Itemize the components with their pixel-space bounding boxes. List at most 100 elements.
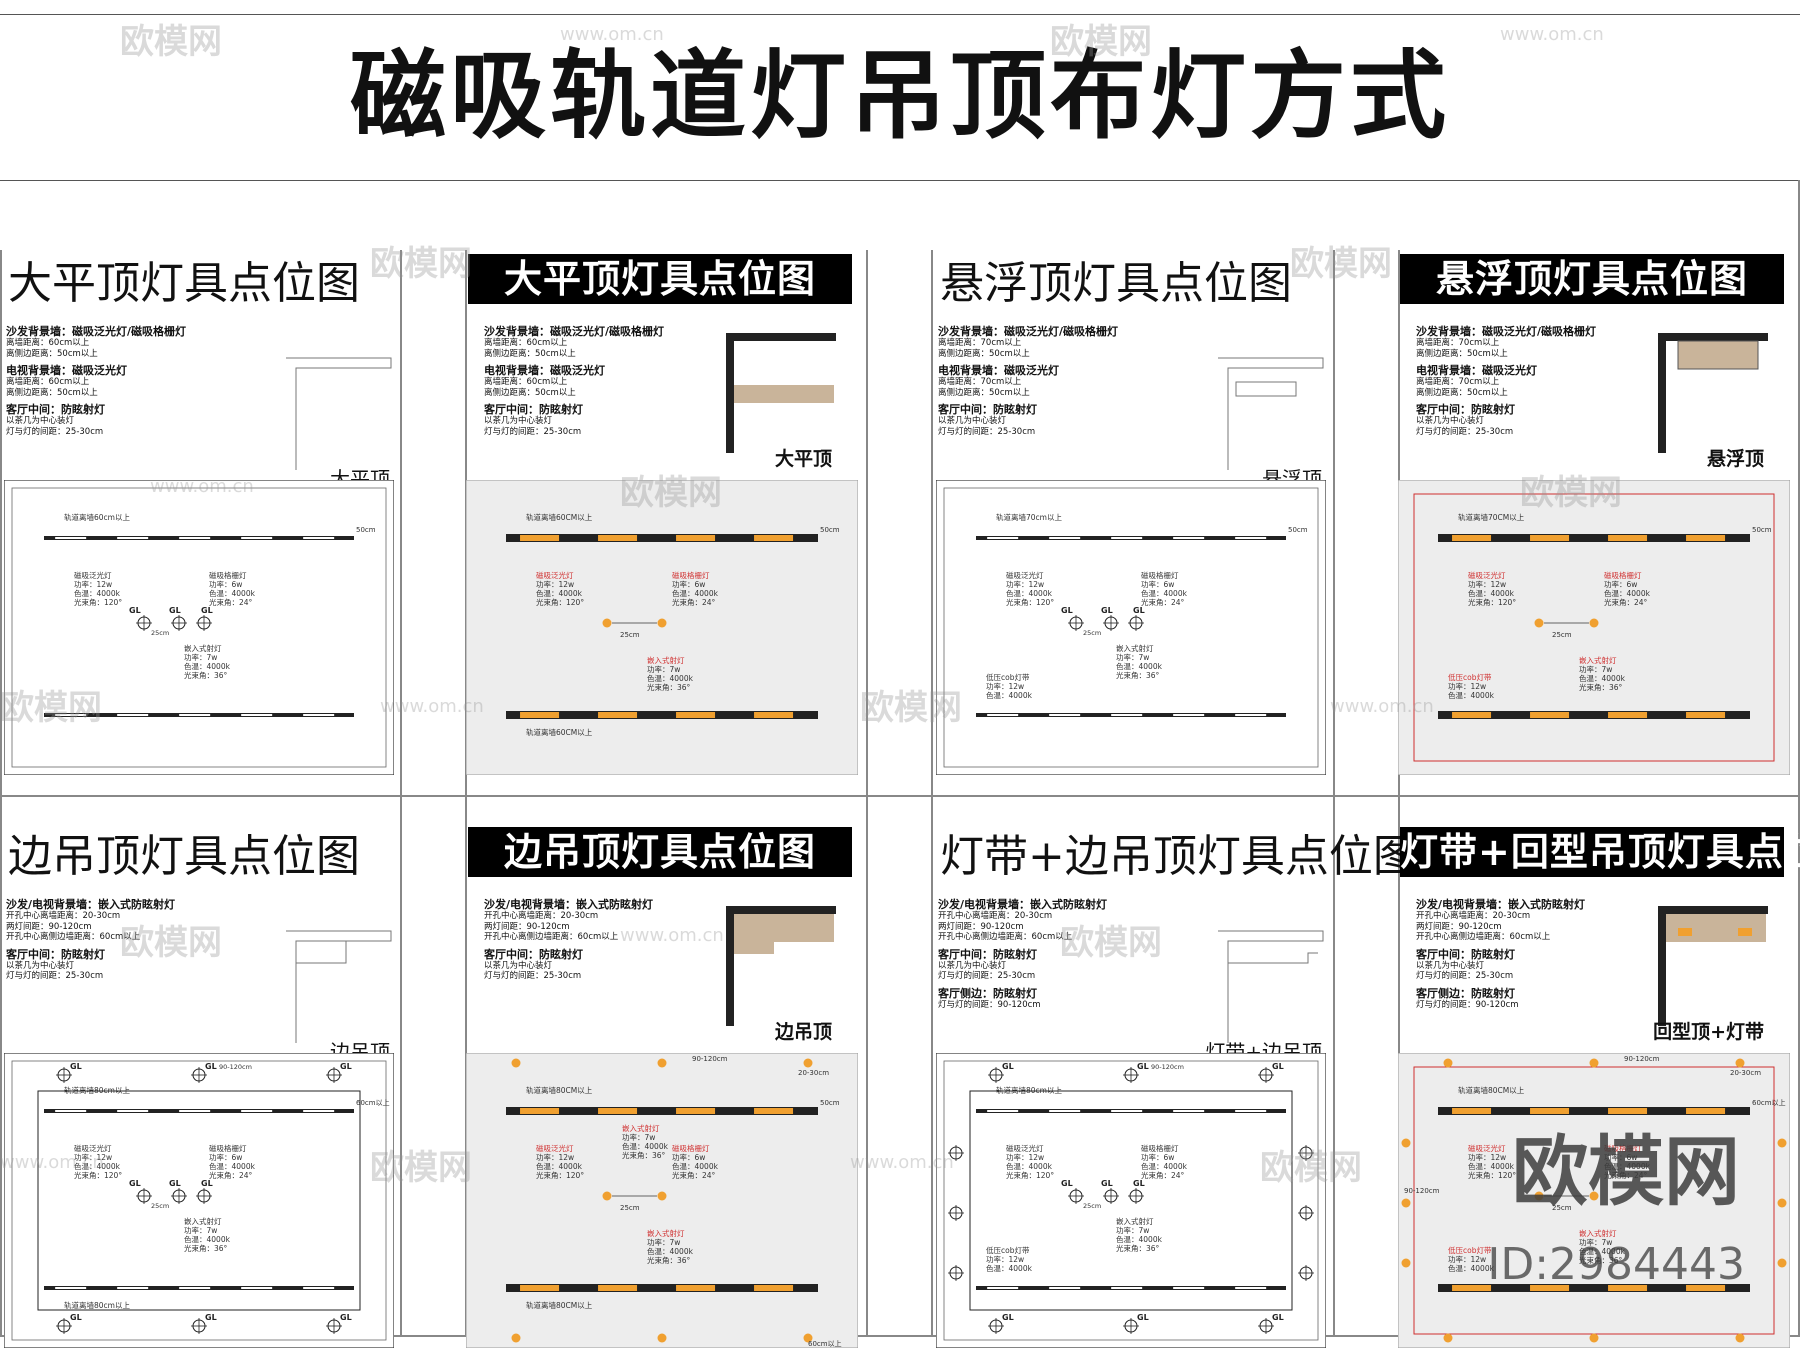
note-heading: 客厅中间：防眩射灯 <box>938 947 1037 961</box>
section-wall <box>726 906 734 1026</box>
section-sketch: 边吊顶 <box>706 898 836 1048</box>
note-heading: 客厅中间：防眩射灯 <box>6 947 105 961</box>
track-fixture <box>1452 712 1492 718</box>
lamp-spec: 功率：12w <box>74 579 112 589</box>
lamp-spec: 嵌入式射灯 <box>647 655 685 665</box>
gl-label: GL <box>201 1179 213 1188</box>
track-fixture <box>55 1287 87 1289</box>
track-fixture <box>1235 537 1267 539</box>
section-wall <box>726 333 836 341</box>
note-line: 离墙距离：60cm以上 <box>6 338 90 348</box>
section-wall <box>726 906 836 914</box>
track-fixture <box>1530 1285 1570 1291</box>
gl-label: GL <box>1272 1062 1284 1071</box>
note-heading: 沙发背景墙：磁吸泛光灯/磁吸格栅灯 <box>1416 325 1597 338</box>
lamp-spec: 光束角：36° <box>647 682 691 692</box>
grid-line <box>1333 250 1335 1335</box>
gl-label: GL <box>129 606 141 615</box>
spotlight-dot <box>1401 1258 1411 1268</box>
watermark: 欧模网 <box>1060 923 1162 963</box>
edge-dim: 50cm <box>1752 526 1772 534</box>
plan-inner <box>943 1060 1319 1341</box>
track-fixture <box>303 1287 335 1289</box>
track-fixture <box>303 714 335 716</box>
lamp-spec: 色温：4000k <box>1006 1161 1053 1171</box>
magnetic-track <box>1438 711 1750 719</box>
lamp-spec: 色温：4000k <box>986 1263 1033 1273</box>
track-fixture <box>1173 1287 1205 1289</box>
lamp-spec: 色温：4000k <box>209 588 256 598</box>
lamp-spec: 功率：6w <box>1141 579 1174 589</box>
spotlight-dot <box>1401 1198 1411 1208</box>
lamp-spec: 嵌入式射灯 <box>184 643 222 653</box>
note-heading: 客厅侧边：防眩射灯 <box>938 986 1037 1000</box>
section-svg <box>726 906 836 1026</box>
gl-label: GL <box>169 606 181 615</box>
plan-ceiling-edge <box>969 1090 1293 1311</box>
track-fixture <box>1111 1287 1143 1289</box>
gl-label: GL <box>1101 606 1113 615</box>
lamp-spec: 色温：4000k <box>1116 1234 1163 1244</box>
lamp-spec: 功率：7w <box>184 1225 217 1235</box>
gl-label: GL <box>201 606 213 615</box>
section-svg <box>1658 333 1768 453</box>
note-line: 开孔中心离侧边墙距离：60cm以上 <box>938 932 1073 942</box>
lamp-spec: 功率：12w <box>74 1152 112 1162</box>
panel-title: 悬浮顶灯具点位图 <box>940 258 1292 309</box>
spacing-dim: 25cm <box>1083 629 1101 637</box>
spacing-dim: 25cm <box>1552 1204 1572 1212</box>
track-fixture <box>55 714 87 716</box>
track-fixture <box>179 1110 211 1112</box>
section-led <box>1678 928 1692 936</box>
track-fixture <box>754 535 794 541</box>
note-line: 灯与灯的间距：25-30cm <box>938 971 1036 981</box>
spacing-dim: 90-120cm <box>692 1055 728 1063</box>
section-sketch: 大平顶 <box>706 325 836 475</box>
note-line: 灯与灯的间距：90-120cm <box>1416 999 1519 1010</box>
lamp-spec: 功率：6w <box>209 1152 242 1162</box>
spotlight-dot <box>803 1058 813 1068</box>
panel-title: 边吊顶灯具点位图 <box>468 827 852 877</box>
magnetic-track <box>506 711 818 719</box>
lamp-spec: 色温：4000k <box>1448 1263 1495 1273</box>
track-fixture <box>1608 535 1648 541</box>
note-line: 以茶几为中心装灯 <box>6 960 75 971</box>
lamp-spec: 磁吸格栅灯 <box>209 1143 247 1153</box>
lamp-spec: 色温：4000k <box>1141 588 1188 598</box>
lamp-spec: 光束角：120° <box>1006 1170 1054 1180</box>
watermark-url: www.om.cn <box>150 476 254 497</box>
gl-label: GL <box>169 1179 181 1188</box>
spotlight-dot <box>657 1333 667 1343</box>
lamp-spec: 色温：4000k <box>622 1141 669 1151</box>
panel-title: 灯带+边吊顶灯具点位图 <box>940 831 1417 882</box>
spotlight-dot <box>657 618 667 628</box>
watermark-url: www.om.cn <box>620 925 724 946</box>
edge-dim: 60cm以上 <box>356 1098 390 1107</box>
gl-label: GL <box>70 1062 82 1071</box>
plan-border <box>936 1053 1326 1348</box>
lamp-spec: 色温：4000k <box>1604 1161 1651 1171</box>
track-fixture <box>987 537 1019 539</box>
note-heading: 沙发背景墙：磁吸泛光灯/磁吸格栅灯 <box>484 325 665 338</box>
gl-label: GL <box>1061 1179 1073 1188</box>
spacing-dim: 25cm <box>1083 1202 1101 1210</box>
track-fixture <box>1049 537 1081 539</box>
lamp-spec: 低压cob灯带 <box>1448 1245 1492 1255</box>
lamp-spec: 光束角：36° <box>184 670 228 680</box>
lamp-spec: 磁吸格栅灯 <box>672 570 710 580</box>
track-fixture <box>117 1287 149 1289</box>
track-fixture <box>1686 1285 1726 1291</box>
note-line: 灯与灯的间距：25-30cm <box>6 971 104 981</box>
track-note: 轨道离墙80CM以上 <box>526 1085 593 1095</box>
lamp-spec: 功率：12w <box>1468 1152 1506 1162</box>
spotlight-dot <box>1735 1058 1745 1068</box>
track-fixture <box>1173 714 1205 716</box>
note-line: 以茶几为中心装灯 <box>1416 960 1485 971</box>
track-fixture <box>1111 537 1143 539</box>
note-line: 离侧边距离：50cm以上 <box>484 387 576 398</box>
lamp-spec: 光束角：24° <box>672 1170 716 1180</box>
note-heading: 客厅中间：防眩射灯 <box>1416 403 1515 416</box>
note-heading: 客厅中间：防眩射灯 <box>1416 947 1515 961</box>
watermark: 欧模网 <box>370 244 472 284</box>
